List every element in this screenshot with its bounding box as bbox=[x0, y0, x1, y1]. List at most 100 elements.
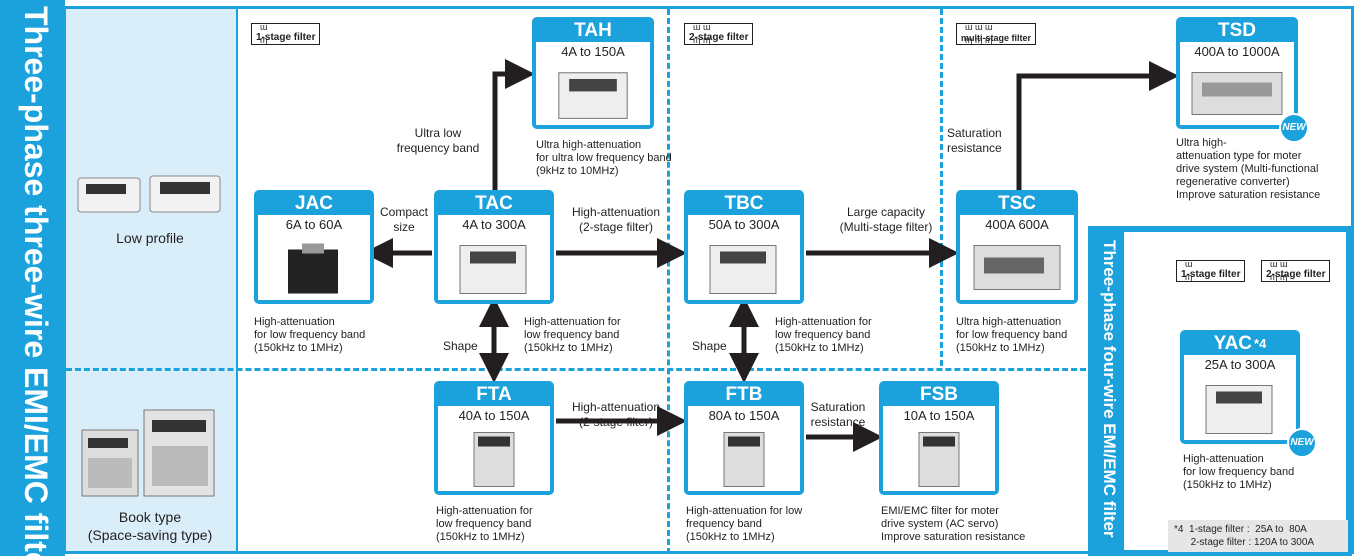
coil-symbol-icon: ɱ ɱ bbox=[693, 35, 711, 45]
product-desc-yac: High-attenuation for low frequency band … bbox=[1183, 453, 1294, 492]
book-type-label-line2: (Space-saving type) bbox=[87, 527, 213, 543]
desc-line: (9kHz to 10MHz) bbox=[536, 165, 619, 177]
product-card-yac[interactable]: YAC*4 25A to 300A bbox=[1180, 330, 1300, 444]
stage-badge-2: ɯ ɯ 2-stage filter ɱ ɱ bbox=[684, 22, 754, 45]
product-name-text: YAC bbox=[1213, 333, 1253, 354]
desc-line: for low frequency band bbox=[1183, 466, 1295, 478]
coil-symbol-icon: ɱ ɱ ɱ bbox=[965, 35, 993, 45]
column-divider-1 bbox=[667, 9, 670, 554]
coil-symbol-icon: ɯ ɯ bbox=[1270, 259, 1288, 269]
label-compact: Compact size bbox=[374, 205, 434, 235]
arrow-tsc-to-tsd bbox=[1016, 61, 1179, 190]
label-high-att-2: High-attenuation (2-stage filter) bbox=[566, 400, 666, 430]
product-photo bbox=[688, 235, 800, 300]
label-saturation: Saturation resistance bbox=[947, 126, 1002, 156]
desc-line: High-attenuation for bbox=[524, 316, 621, 328]
label-line: size bbox=[393, 220, 415, 234]
product-range: 80A to 150A bbox=[688, 406, 800, 426]
coil-symbol-icon: ɯ ɯ bbox=[693, 22, 711, 32]
desc-line: attenuation type for moter bbox=[1176, 150, 1302, 162]
product-photo bbox=[438, 426, 550, 491]
product-desc-tbc: High-attenuation for low frequency band … bbox=[775, 316, 872, 355]
product-name: YAC*4 bbox=[1180, 331, 1300, 356]
desc-line: (150kHz to 1MHz) bbox=[956, 342, 1045, 354]
label-line: (2-stage filter) bbox=[578, 220, 654, 234]
product-name: TSD bbox=[1218, 20, 1256, 41]
product-card-jac[interactable]: JAC 6A to 60A bbox=[254, 190, 374, 304]
product-photo bbox=[536, 62, 650, 125]
desc-line: (150kHz to 1MHz) bbox=[775, 342, 864, 354]
four-wire-title: Three-phase four-wire EMI/EMC filter bbox=[1100, 240, 1119, 538]
product-range: 4A to 300A bbox=[438, 215, 550, 235]
note-mark: *4 bbox=[1254, 336, 1267, 351]
product-card-tah[interactable]: TAH 4A to 150A bbox=[532, 17, 654, 129]
product-range: 4A to 150A bbox=[536, 42, 650, 62]
label-line: Compact bbox=[379, 205, 429, 219]
coil-symbol-icon: ɯ bbox=[1185, 259, 1193, 269]
product-range: 6A to 60A bbox=[258, 215, 370, 235]
desc-line: Ultra high- bbox=[1176, 137, 1227, 149]
label-shape-2: Shape bbox=[692, 339, 727, 353]
coil-symbol-icon: ɱ bbox=[260, 35, 268, 45]
product-desc-fta: High-attenuation for low frequency band … bbox=[436, 505, 533, 544]
product-range: 25A to 300A bbox=[1184, 355, 1296, 375]
desc-line: High-attenuation bbox=[1183, 453, 1264, 465]
product-range: 10A to 150A bbox=[883, 406, 995, 426]
label-saturation-2: Saturation resistance bbox=[806, 400, 870, 430]
product-card-ftb[interactable]: FTB 80A to 150A bbox=[684, 381, 804, 495]
main-frame bbox=[63, 6, 1354, 554]
product-photo bbox=[688, 426, 800, 491]
product-range: 50A to 300A bbox=[688, 215, 800, 235]
product-name: FTA bbox=[476, 384, 512, 405]
product-name: TSC bbox=[998, 193, 1036, 214]
arrow-tac-to-tah bbox=[492, 59, 535, 190]
desc-line: for ultra low frequency band bbox=[536, 152, 672, 164]
product-desc-tsc: Ultra high-attenuation for low frequency… bbox=[956, 316, 1067, 355]
product-name: TBC bbox=[724, 193, 764, 214]
desc-line: (150kHz to 1MHz) bbox=[436, 531, 525, 543]
product-card-fta[interactable]: FTA 40A to 150A bbox=[434, 381, 554, 495]
label-line: Ultra low bbox=[414, 126, 462, 140]
product-photo bbox=[960, 235, 1074, 300]
desc-line: for low frequency band bbox=[956, 329, 1068, 341]
stage-badge-1-label: 1-stage filter bbox=[256, 32, 316, 43]
product-range: 400A to 1000A bbox=[1180, 42, 1294, 62]
product-card-tsc[interactable]: TSC 400A 600A bbox=[956, 190, 1078, 304]
desc-line: (150kHz to 1MHz) bbox=[1183, 479, 1272, 491]
label-line: resistance bbox=[947, 141, 1002, 155]
desc-line: (150kHz to 1MHz) bbox=[254, 342, 343, 354]
label-line: (2-stage filter) bbox=[578, 415, 654, 429]
desc-line: low frequency band bbox=[775, 329, 871, 341]
stage-badge-four-2-label: 2-stage filter bbox=[1266, 269, 1326, 280]
product-card-tbc[interactable]: TBC 50A to 300A bbox=[684, 190, 804, 304]
stage-badge-multi: ɯ ɯ ɯ multi-stage filter ɱ ɱ ɱ bbox=[956, 23, 1037, 45]
label-ultra-low: Ultra low frequency band bbox=[388, 126, 488, 156]
product-card-tsd[interactable]: TSD 400A to 1000A bbox=[1176, 17, 1298, 129]
label-line: Saturation bbox=[947, 126, 1002, 140]
label-line: (Multi-stage filter) bbox=[839, 220, 933, 234]
product-card-fsb[interactable]: FSB 10A to 150A bbox=[879, 381, 999, 495]
product-photo bbox=[438, 235, 550, 300]
product-desc-tac: High-attenuation for low frequency band … bbox=[524, 316, 621, 355]
product-range: 400A 600A bbox=[960, 215, 1074, 235]
desc-line: High-attenuation for low bbox=[686, 505, 803, 517]
new-badge-tsd: NEW bbox=[1279, 113, 1309, 143]
desc-line: regenerative converter) bbox=[1176, 176, 1290, 188]
desc-line: (150kHz to 1MHz) bbox=[524, 342, 613, 354]
desc-line: low frequency band bbox=[524, 329, 620, 341]
product-name: TAH bbox=[574, 20, 612, 41]
product-desc-fsb: EMI/EMC filter for moter drive system (A… bbox=[881, 505, 1025, 544]
book-type-label: Book type (Space-saving type) bbox=[70, 508, 230, 544]
stage-badge-four-1: ɯ 1-stage filter ɱ bbox=[1176, 259, 1246, 282]
desc-line: frequency band bbox=[686, 518, 762, 530]
row-divider bbox=[66, 368, 1086, 371]
desc-line: EMI/EMC filter for moter bbox=[881, 505, 999, 517]
desc-line: drive system (AC servo) bbox=[881, 518, 999, 530]
low-profile-label: Low profile bbox=[116, 230, 184, 246]
side-title-band bbox=[0, 0, 65, 556]
product-desc-tsd: Ultra high- attenuation type for moter d… bbox=[1176, 137, 1320, 202]
product-card-tac[interactable]: TAC 4A to 300A bbox=[434, 190, 554, 304]
label-large-capacity: Large capacity (Multi-stage filter) bbox=[832, 205, 940, 235]
panel-edge bbox=[236, 9, 238, 551]
